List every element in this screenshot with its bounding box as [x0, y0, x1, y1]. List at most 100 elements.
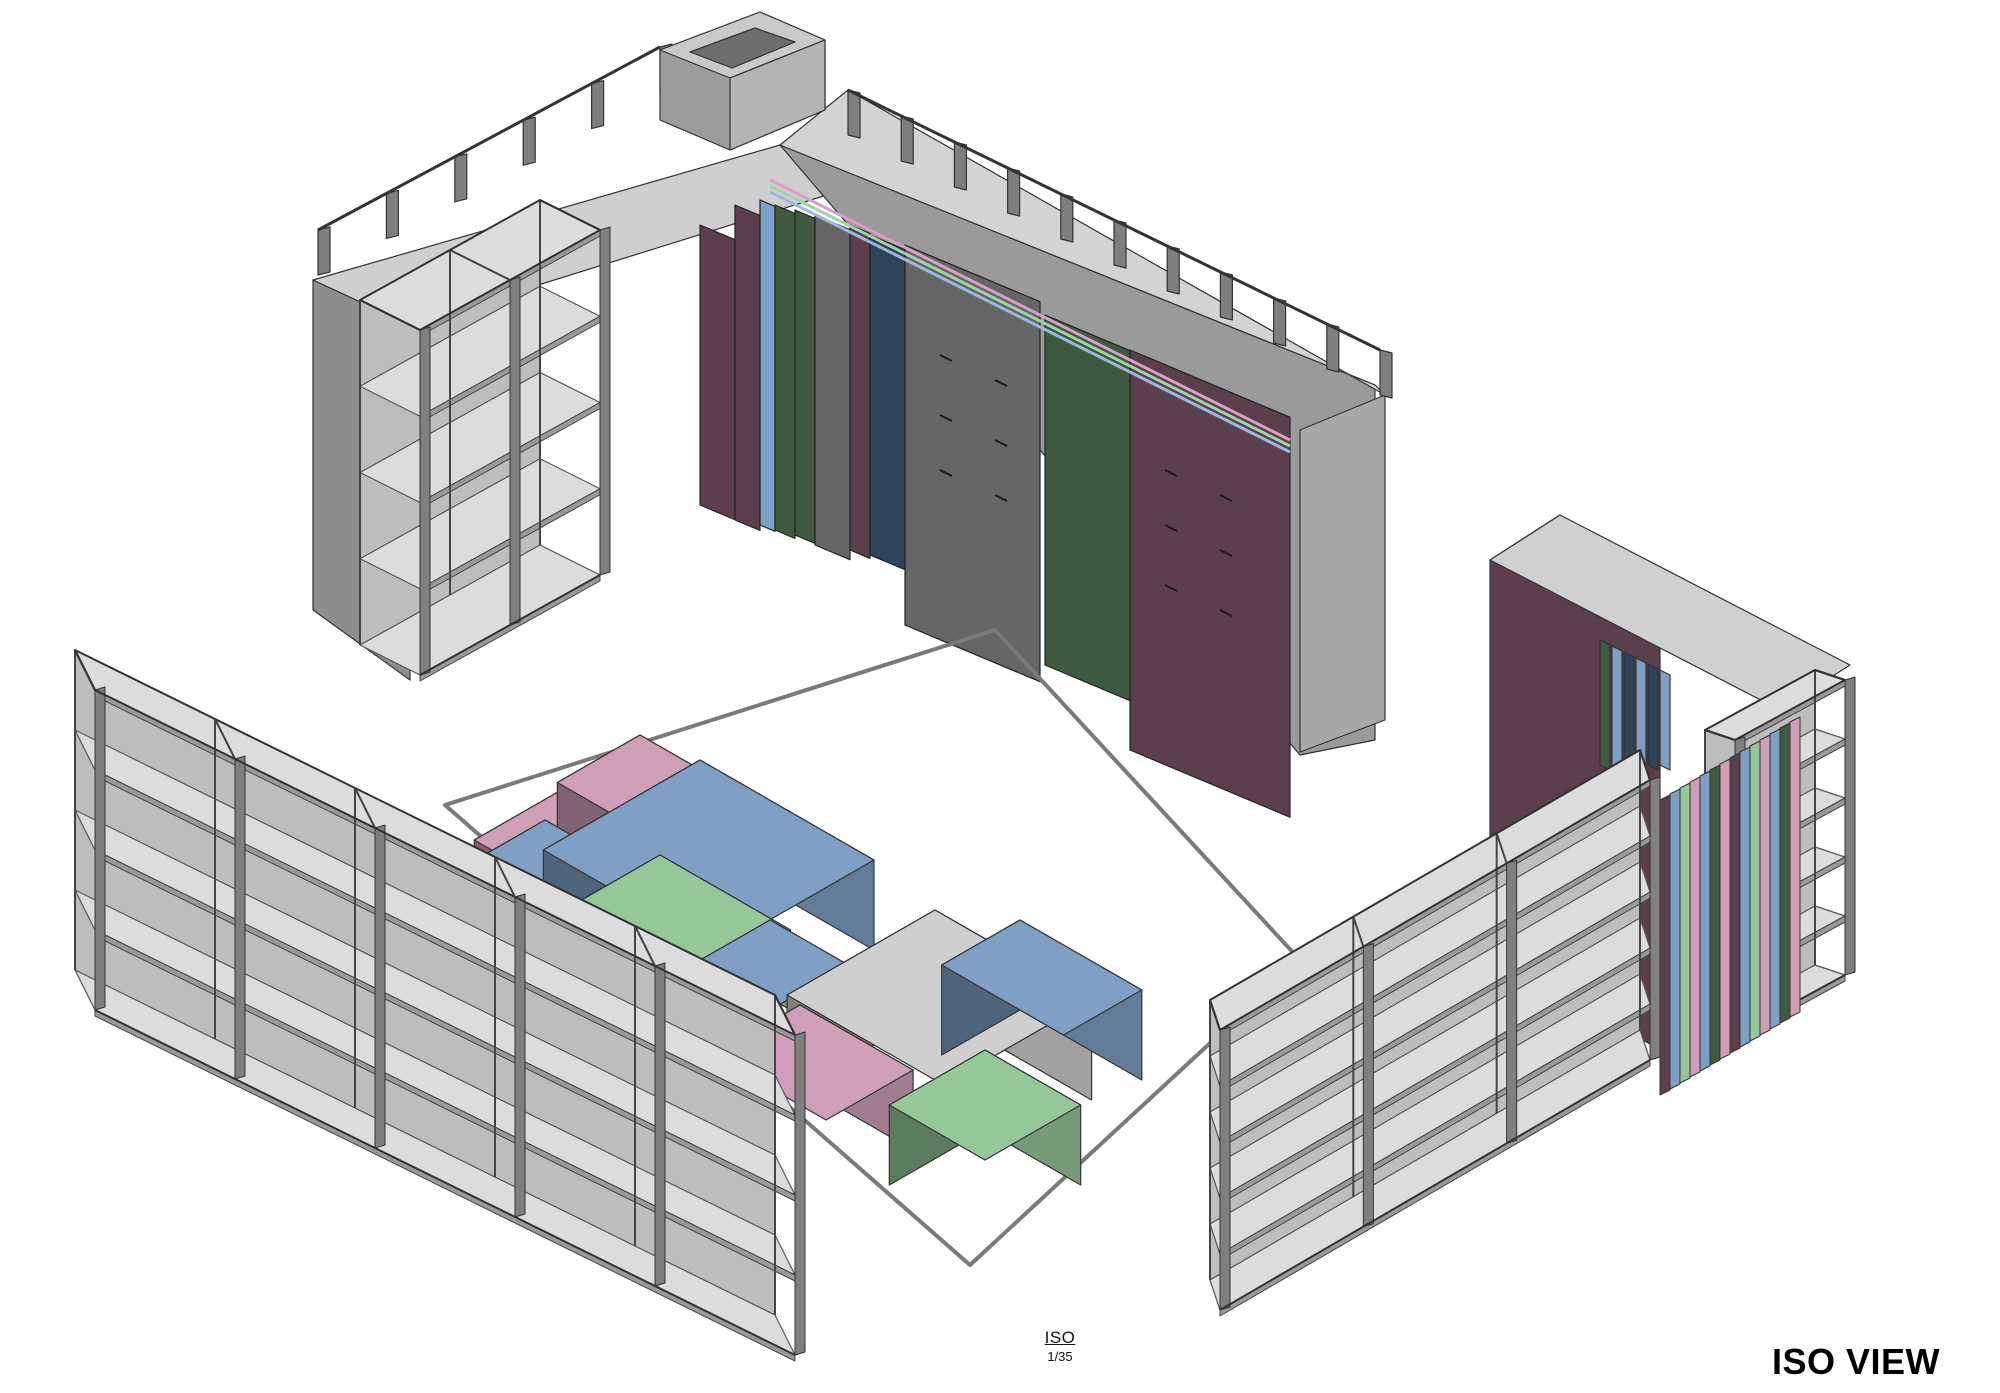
shelf-top-rail: [634, 925, 656, 967]
corner-shelving-left-arm: [359, 199, 611, 682]
display-panel-9: [904, 244, 1041, 683]
cabinet-end-cap: [1299, 394, 1386, 753]
shelf-upright: [1649, 776, 1661, 1061]
top-rail-right: [847, 88, 1393, 399]
shelf-upright: [1506, 859, 1518, 1144]
rail-post: [385, 189, 399, 239]
shelf-upright: [599, 226, 611, 576]
panel-rail-green: [769, 184, 1291, 448]
shelf-top-frame: [74, 649, 796, 1036]
front-right-shelving: [1209, 749, 1661, 1317]
shelf-upright: [419, 326, 431, 676]
shelf-upright: [1219, 1026, 1231, 1311]
right-panel-stripe: [1679, 782, 1691, 1084]
right-panel-stripe: [1719, 758, 1731, 1060]
rail-post: [590, 79, 605, 130]
rail-post: [900, 115, 914, 165]
display-panel-11: [1129, 349, 1291, 818]
display-panel-2: [734, 204, 761, 532]
display-panel-1: [699, 224, 736, 521]
chimney-opening: [689, 27, 796, 69]
shelf-top-rail: [1495, 833, 1508, 864]
shelf-upright: [94, 686, 106, 1011]
rail-post: [1272, 297, 1287, 347]
right-panel-stripe: [1659, 794, 1671, 1096]
right-inner-panel: [1659, 669, 1671, 771]
shelf-upright: [514, 893, 526, 1218]
peg-hook: [1219, 609, 1233, 617]
shelf-upright: [234, 755, 246, 1080]
blue-block-large: [542, 759, 875, 951]
right-panel-stripe: [1759, 734, 1771, 1036]
display-panel-6: [814, 214, 851, 561]
hanging-display-panels: [699, 178, 1291, 818]
view-reference-label: ISO 1/35: [1020, 1328, 1100, 1364]
view-reference-name: ISO: [1044, 1328, 1076, 1347]
right-inner-panel: [1647, 663, 1659, 771]
display-panel-3: [759, 199, 776, 532]
display-panel-4: [774, 204, 796, 540]
front-left-shelving-bank: [74, 649, 806, 1362]
green-block-front: [888, 1049, 1082, 1186]
rail-post: [317, 226, 331, 276]
peg-hook: [1164, 469, 1178, 477]
right-panel-stripe: [1749, 740, 1761, 1042]
peg-hook: [994, 379, 1008, 387]
blue-block-right-top: [941, 919, 1143, 1036]
peg-hook: [994, 494, 1008, 502]
front-right-shelving-bank: [1209, 749, 1661, 1317]
right-panel-stripe: [1699, 770, 1711, 1072]
right-panel-stripes: [1659, 716, 1801, 1096]
right-panel-stripe: [1789, 716, 1801, 1018]
shelf-upright: [1362, 943, 1374, 1228]
peg-hook: [1219, 549, 1233, 557]
display-panel-10: [1044, 314, 1131, 702]
front-left-shelving: [74, 649, 806, 1362]
rail-top: [317, 45, 661, 232]
peg-hook: [939, 414, 953, 422]
rail-post: [454, 153, 468, 203]
rail-post: [1379, 349, 1393, 399]
rail-post: [1326, 323, 1340, 373]
shelf-upright: [509, 276, 521, 626]
shelf-upright: [654, 962, 666, 1287]
shelf-top-rail: [1352, 916, 1365, 947]
right-panel-stripe: [1689, 776, 1701, 1078]
peg-hook: [939, 354, 953, 362]
chimney-column: [659, 11, 826, 151]
display-panel-7: [849, 224, 871, 560]
rail-post: [847, 89, 861, 139]
display-panel-8: [869, 234, 906, 571]
chimney-face: [729, 39, 826, 151]
display-panel-5: [794, 209, 816, 545]
view-title: ISO VIEW: [1772, 1341, 1941, 1382]
right-inner-panel: [1623, 651, 1635, 771]
blue-block-right: [941, 919, 1143, 1081]
peg-hook: [939, 469, 953, 477]
right-panel-stripe: [1779, 722, 1791, 1024]
panel-hooks: [939, 354, 1233, 617]
shelf-top-rail: [449, 249, 511, 281]
rail-post: [1060, 193, 1074, 243]
right-panel-stripe: [1709, 764, 1721, 1066]
panel-rail-blue: [769, 190, 1291, 454]
shelf-upright: [794, 1031, 806, 1356]
shelf-base-edge: [1219, 1059, 1651, 1311]
peg-hook: [1219, 494, 1233, 502]
shelf-top-frame: [1704, 669, 1846, 741]
rail-post: [1219, 271, 1234, 321]
shelf-top-rail: [354, 787, 376, 829]
rail-post: [1166, 245, 1180, 295]
shelf-top-frame: [359, 199, 601, 331]
right-panel-stripe: [1729, 752, 1741, 1054]
rail-post: [1113, 219, 1127, 269]
peg-hook: [994, 439, 1008, 447]
rail-post: [522, 116, 536, 166]
peg-hook: [1164, 524, 1178, 532]
right-cabinet-top: [1489, 514, 1851, 711]
shelf-top-rail: [494, 856, 516, 898]
shelf-top-frame: [1209, 749, 1651, 1031]
right-panel-stripe: [1769, 728, 1781, 1030]
rail-top: [847, 88, 1381, 352]
